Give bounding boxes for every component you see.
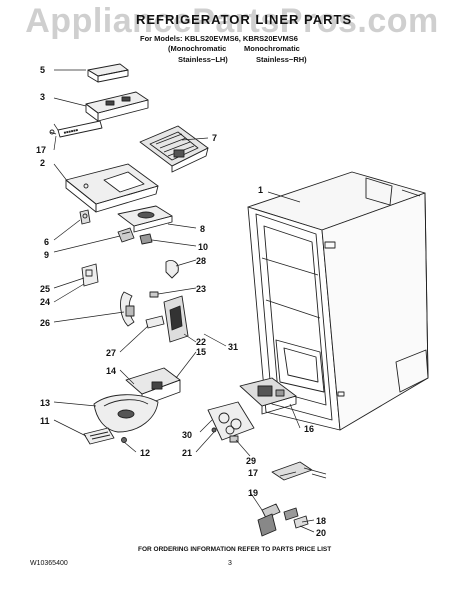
part-2-drawing — [65, 163, 159, 213]
liner-cabinet-drawing — [247, 171, 429, 431]
variant-right-line-2: Stainless−RH) — [256, 55, 307, 64]
callout-6: 6 — [44, 237, 49, 247]
variant-left-line-1: (Monochromatic — [168, 44, 227, 53]
part-25-drawing — [81, 263, 99, 287]
svg-text:■■■■■■: ■■■■■■ — [63, 127, 79, 135]
part-13-drawing — [93, 394, 159, 433]
callout-15: 15 — [196, 347, 206, 357]
callout-17-top: 17 — [36, 145, 46, 155]
callout-2: 2 — [40, 158, 45, 168]
page-number: 3 — [228, 560, 232, 567]
callout-5: 5 — [40, 65, 45, 75]
watermark-text: AppliancePartsPros.com — [25, 2, 439, 40]
variant-right-line-1: Monochromatic — [244, 44, 300, 53]
callout-18: 18 — [316, 516, 326, 526]
part-8-drawing — [117, 205, 173, 233]
part-5-drawing — [87, 63, 129, 83]
part-10-drawing — [139, 233, 153, 245]
callout-26: 26 — [40, 318, 50, 328]
ordering-info-note: FOR ORDERING INFORMATION REFER TO PARTS … — [138, 546, 332, 553]
part-16-drawing — [239, 377, 297, 415]
callout-28: 28 — [196, 256, 206, 266]
part-7-drawing — [139, 125, 209, 173]
callout-23: 22 — [196, 337, 206, 347]
callout-24: 24 — [40, 297, 50, 307]
model-numbers: For Models: KBLS20EVMS6, KBRS20EVMS6 — [140, 34, 298, 43]
callout-1: 1 — [258, 185, 263, 195]
callout-30: 30 — [182, 430, 192, 440]
callout-9: 9 — [44, 250, 49, 260]
part-24-26-drawing — [120, 291, 135, 327]
variant-left-line-2: Stainless−LH) — [178, 55, 228, 64]
part-9-drawing — [117, 227, 135, 243]
callout-19: 19 — [248, 488, 258, 498]
callout-12: 12 — [140, 448, 150, 458]
callout-16: 16 — [304, 424, 314, 434]
callout-14: 14 — [106, 366, 116, 376]
part-3-drawing — [85, 91, 149, 122]
leader-lines — [53, 69, 315, 533]
diagram-title: REFRIGERATOR LINER PARTS — [136, 12, 353, 27]
part-23-drawing — [163, 295, 189, 343]
part-12-drawing — [121, 437, 127, 443]
document-code: W10365400 — [30, 560, 68, 567]
callout-20: 20 — [316, 528, 326, 538]
callout-22: 23 — [196, 284, 206, 294]
callout-17-bottom: 17 — [248, 468, 258, 478]
callout-3: 3 — [40, 92, 45, 102]
callout-7: 7 — [212, 133, 217, 143]
callout-13: 13 — [40, 398, 50, 408]
callout-21: 21 — [182, 448, 192, 458]
part-6-drawing — [79, 209, 91, 225]
callout-25: 25 — [40, 284, 50, 294]
callout-11: 11 — [40, 416, 50, 426]
callout-27: 27 — [106, 348, 116, 358]
part-11-drawing — [83, 427, 115, 445]
callout-29: 29 — [246, 456, 256, 466]
part-28-drawing — [165, 260, 179, 279]
part-17-label-drawing: ■■■■■■ — [49, 120, 103, 138]
callout-8: 8 — [200, 224, 205, 234]
part-22-drawing — [149, 291, 159, 298]
part-29-30-drawing — [207, 401, 255, 443]
callout-10: 10 — [198, 242, 208, 252]
callout-31: 31 — [228, 342, 238, 352]
part-27-drawing — [145, 315, 165, 329]
